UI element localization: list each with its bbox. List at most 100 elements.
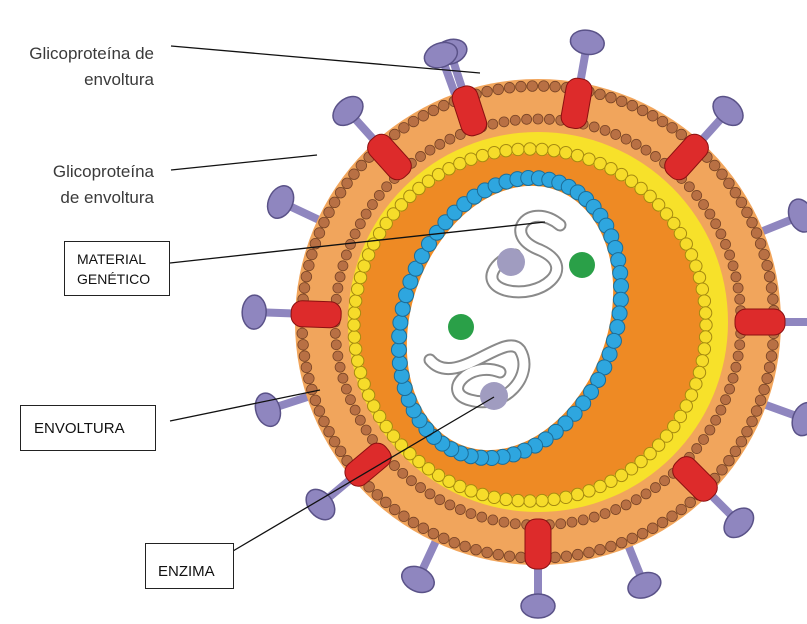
envelope-bead-inner	[389, 460, 400, 471]
envelope-bead	[303, 372, 315, 385]
spike-knob	[787, 198, 807, 233]
envelope-bead-inner	[415, 482, 426, 493]
matrix-bead	[487, 490, 501, 505]
matrix-bead	[353, 270, 368, 285]
matrix-bead	[361, 388, 376, 402]
envelope-bead	[746, 216, 758, 229]
spike-stalk	[756, 216, 795, 237]
matrix-bead	[692, 365, 707, 380]
envelope-bead-inner	[444, 499, 456, 511]
capsid-bead	[420, 236, 437, 253]
envelope-bead-inner	[444, 133, 456, 145]
matrix-bead	[593, 156, 607, 171]
envelope-bead	[666, 122, 678, 134]
envelope-bead	[371, 489, 383, 501]
envelope-bead-inner	[610, 504, 622, 515]
matrix-bead	[386, 207, 401, 221]
envelope-bead	[583, 546, 595, 559]
envelope-bead	[481, 85, 493, 98]
matrix-bead	[614, 167, 629, 182]
envelope-bead-inner	[332, 350, 344, 362]
label-material-line2: GENÉTICO	[77, 271, 151, 287]
genetic-material-strand-2-fill	[425, 341, 529, 407]
envelope-bead-inner	[566, 516, 578, 528]
enzyme-grey-bottom	[480, 382, 508, 410]
spike-knob	[520, 593, 556, 619]
matrix-bead	[464, 152, 478, 166]
matrix-bead	[372, 409, 387, 424]
envelope-bead	[675, 503, 687, 516]
capsid-bead	[390, 341, 407, 358]
matrix-bead	[667, 216, 681, 231]
envelope-bead-inner	[330, 339, 342, 351]
matrix-bead	[614, 468, 629, 483]
glycoprotein-anchor	[367, 133, 412, 181]
envelope-bead-inner	[620, 499, 632, 511]
spike-knob	[254, 392, 282, 428]
matrix-bead	[659, 207, 674, 221]
envelope-bead	[398, 510, 410, 522]
matrix-bead	[559, 145, 573, 160]
matrix-bead	[511, 493, 525, 508]
label-glycoprotein-1: Glicoproteína de envoltura	[18, 41, 154, 93]
capsid-bead	[612, 291, 629, 308]
envelope-bead	[389, 128, 401, 141]
envelope-bead-inner	[415, 151, 426, 162]
matrix-bead	[361, 248, 376, 262]
envelope-bead	[328, 196, 341, 209]
matrix-bead	[523, 142, 537, 156]
envelope-bead	[636, 104, 649, 117]
capsid-bead	[391, 328, 408, 345]
envelope-bead	[675, 128, 687, 141]
envelope-bead-inner	[715, 228, 727, 240]
envelope-bead-inner	[599, 124, 611, 136]
matrix-bead	[348, 294, 363, 308]
matrix-bead	[535, 493, 549, 508]
envelope-bead	[761, 372, 773, 385]
envelope-bead	[503, 550, 516, 562]
matrix-bead	[379, 216, 393, 231]
envelope-bead-inner	[397, 467, 409, 479]
glycoprotein-anchor	[524, 518, 552, 570]
envelope-bead-inner	[640, 144, 652, 156]
label-box-envoltura: ENVOLTURA	[20, 405, 156, 451]
matrix-bead	[643, 189, 657, 204]
matrix-bead	[347, 330, 362, 344]
capsid-bead	[398, 287, 415, 304]
envelope-bead-inner	[345, 238, 356, 250]
capsid-bead	[613, 278, 630, 295]
envelope-bead	[746, 415, 758, 428]
matrix-bead	[570, 487, 585, 502]
matrix-bead	[582, 152, 596, 166]
envelope-bead	[526, 80, 538, 92]
matrix-bead	[523, 494, 537, 508]
envelope-bead-inner	[521, 113, 533, 125]
envelope-bead	[750, 405, 763, 417]
label-glycoprotein-1-line2: envoltura	[84, 70, 154, 89]
matrix-bead	[582, 484, 596, 498]
envelope-bead	[723, 177, 735, 189]
envelope-bead-inner	[588, 511, 600, 523]
envelope-bead	[615, 95, 628, 108]
matrix-bead	[421, 462, 436, 476]
envelope-bead	[636, 527, 649, 540]
envelope-bead	[763, 270, 776, 283]
envelope-bead	[538, 80, 550, 92]
matrix-bead	[689, 259, 703, 273]
envelope-bead	[417, 522, 430, 534]
envelope-bead	[300, 361, 313, 374]
matrix-bead	[593, 479, 607, 494]
matrix-bead	[634, 181, 648, 196]
envelope-bead-inner	[683, 181, 695, 193]
spike-knob	[241, 294, 267, 330]
capsid-bead	[392, 314, 409, 331]
envelope-bead	[765, 350, 778, 362]
envelope-bead	[296, 327, 308, 340]
envelope-bead-inner	[509, 114, 521, 126]
envelope-bead	[750, 227, 763, 239]
glycoprotein-anchor	[451, 85, 488, 137]
matrix-bead	[697, 294, 712, 308]
envelope-bead	[615, 536, 628, 549]
glycoprotein-anchor	[734, 308, 786, 336]
